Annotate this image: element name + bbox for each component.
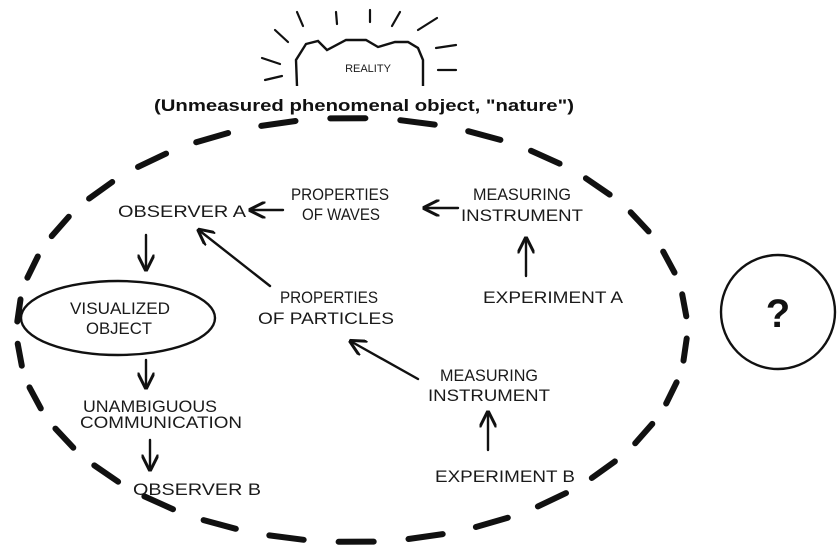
boundary-dash xyxy=(588,458,618,481)
boundary-dash xyxy=(405,531,446,542)
boundary-dash xyxy=(48,213,72,240)
reality-ray xyxy=(334,10,339,26)
boundary-dash xyxy=(52,425,77,451)
observer-b-label: OBSERVER B xyxy=(133,481,261,499)
reality-shape xyxy=(294,38,425,87)
question-mark-symbol: ? xyxy=(766,292,790,336)
boundary-dash xyxy=(266,532,307,543)
unambiguous-line2: COMMUNICATION xyxy=(80,414,242,432)
boundary-dash xyxy=(680,335,690,364)
reality-ray xyxy=(295,10,305,28)
properties-particles-line1: PROPERTIES xyxy=(280,289,378,307)
measuring-a-line1: MEASURING xyxy=(473,186,571,204)
boundary-dash xyxy=(141,493,176,513)
unknown-circle xyxy=(719,253,837,371)
measuring-b-line2: INSTRUMENT xyxy=(428,387,550,405)
dashed-boundary xyxy=(14,115,690,545)
experiment-a-label: EXPERIMENT A xyxy=(483,289,623,307)
boundary-dash xyxy=(660,248,678,276)
boundary-dash xyxy=(135,150,170,170)
boundary-dash xyxy=(663,379,680,407)
boundary-dash xyxy=(397,117,438,128)
reality-ray xyxy=(416,16,439,32)
arrow-instrument-b-to-particles xyxy=(352,342,420,381)
properties-particles-line2: OF PARTICLES xyxy=(258,310,394,328)
reality-emblem xyxy=(260,8,458,87)
reality-label: REALITY xyxy=(345,63,392,75)
visualized-object-ellipse xyxy=(19,279,217,357)
properties-waves-line1: PROPERTIES xyxy=(291,186,389,204)
reality-ray xyxy=(434,43,458,50)
boundary-dash xyxy=(86,179,116,202)
properties-waves-line2: OF WAVES xyxy=(302,206,380,224)
observer-a-label: OBSERVER A xyxy=(118,203,246,221)
reality-ray xyxy=(273,28,290,44)
visualized-line1: VISUALIZED xyxy=(70,300,170,318)
reality-ray xyxy=(260,56,282,66)
boundary-dash xyxy=(465,128,504,143)
measuring-b-line1: MEASURING xyxy=(440,367,538,385)
boundary-dash xyxy=(91,462,122,485)
boundary-dash xyxy=(627,209,652,235)
reality-ray xyxy=(390,10,402,28)
boundary-dash xyxy=(534,490,569,510)
boundary-dash xyxy=(24,253,41,281)
reality-subtitle: (Unmeasured phenomenal object, "nature") xyxy=(154,96,574,115)
boundary-dash xyxy=(528,147,563,167)
arrow-particles-to-observer-a xyxy=(200,231,272,288)
boundary-dash xyxy=(258,118,299,129)
boundary-dash xyxy=(14,296,24,325)
boundary-dash xyxy=(582,175,613,198)
reality-ray xyxy=(263,74,284,82)
boundary-dash xyxy=(193,130,232,146)
boundary-dash xyxy=(26,384,44,412)
visualized-line2: OBJECT xyxy=(86,320,152,338)
unambiguous-line1: UNAMBIGUOUS xyxy=(83,398,217,416)
boundary-dash xyxy=(679,291,690,320)
measuring-a-line2: INSTRUMENT xyxy=(461,207,583,225)
boundary-dash xyxy=(14,340,25,369)
boundary-dash xyxy=(200,517,239,532)
experiment-b-label: EXPERIMENT B xyxy=(435,468,575,486)
boundary-dash xyxy=(632,420,656,447)
boundary-dash xyxy=(472,514,511,530)
